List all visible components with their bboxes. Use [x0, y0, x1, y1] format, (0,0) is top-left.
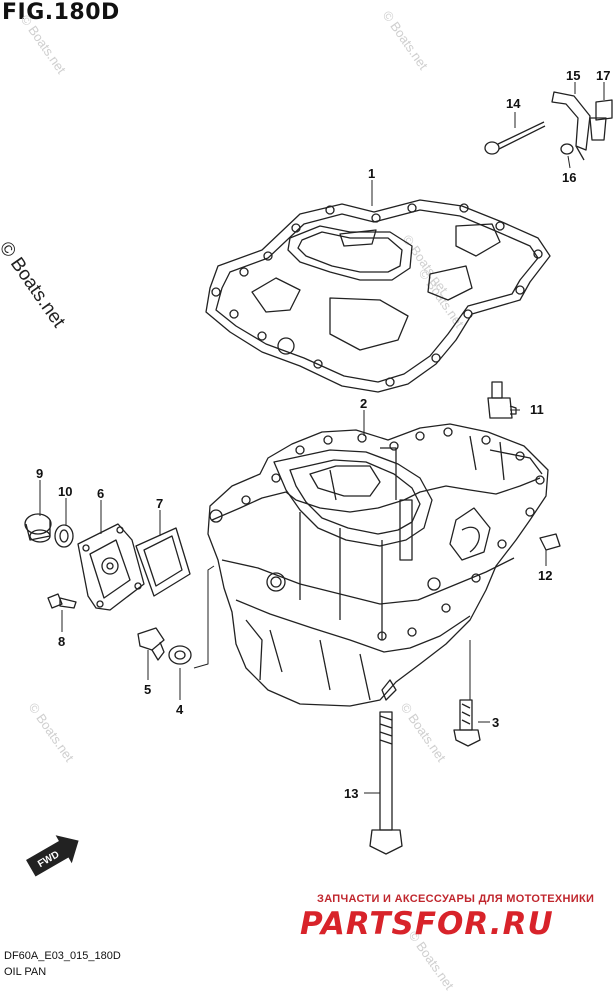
- screw-part-8: [47, 593, 77, 609]
- callout-14: 14: [506, 96, 521, 111]
- callout-12: 12: [538, 568, 552, 583]
- oil-pan-part-2: [207, 423, 549, 707]
- callout-10: 10: [58, 484, 72, 499]
- callout-17: 17: [596, 68, 610, 83]
- callout-5: 5: [144, 682, 151, 697]
- seal-part-10: [54, 524, 74, 548]
- o-ring-part-16: [560, 143, 574, 155]
- callout-15: 15: [566, 68, 580, 83]
- gasket-part-7: [135, 527, 191, 597]
- cap-part-9: [24, 513, 52, 543]
- long-bolt-part-13: [369, 711, 403, 855]
- guide-part-15: [551, 91, 591, 161]
- model-code: DF60A_E03_015_180D: [4, 950, 121, 962]
- callout-labels: 1 2 3 4 5 6 7 8 9 10 11 12 13 14 15 16 1…: [36, 68, 610, 801]
- gasket-part-1: [205, 199, 551, 393]
- bolt-part-17: [589, 99, 613, 141]
- cover-part-6: [77, 523, 145, 611]
- figure-caption: OIL PAN: [4, 966, 47, 978]
- shop-banner-text: ЗАПЧАСТИ И АКСЕССУАРЫ ДЛЯ МОТОТЕХНИКИ: [317, 893, 595, 905]
- callout-16: 16: [562, 170, 576, 185]
- fwd-arrow-icon: FWD: [26, 835, 79, 877]
- callout-3: 3: [492, 715, 499, 730]
- bolt-part-3: [453, 699, 481, 747]
- plug-part-12: [539, 533, 561, 551]
- shop-logo: PARTSFOR.RU: [300, 906, 554, 942]
- washer-part-4: [168, 645, 192, 665]
- callout-4: 4: [176, 702, 184, 717]
- fitting-part-11: [487, 381, 517, 419]
- callout-9: 9: [36, 466, 43, 481]
- dipstick-part-14: [484, 121, 546, 155]
- figure-title: FIG.180D: [2, 0, 120, 25]
- callout-11: 11: [530, 402, 544, 417]
- drain-plug-part-5: [137, 627, 165, 661]
- callout-1: 1: [368, 166, 375, 181]
- callout-6: 6: [97, 486, 104, 501]
- callout-13: 13: [344, 786, 358, 801]
- callout-2: 2: [360, 396, 367, 411]
- callout-8: 8: [58, 634, 65, 649]
- callout-7: 7: [156, 496, 163, 511]
